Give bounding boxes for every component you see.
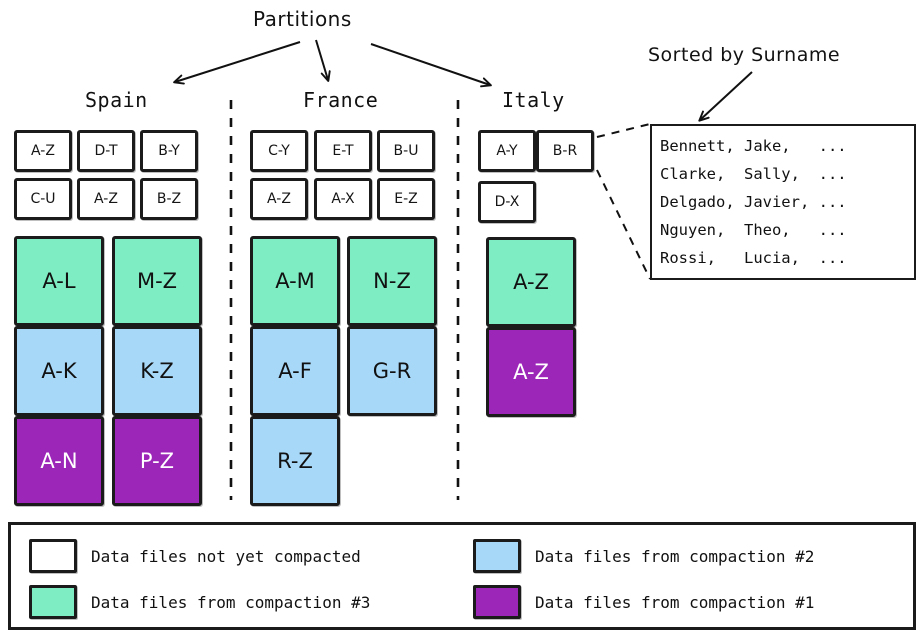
partition-header-france: France — [303, 88, 379, 112]
detail-record-row: Nguyen, Theo,... — [660, 216, 914, 244]
detail-record-row: Rossi, Lucia,... — [660, 244, 914, 272]
data-file-box[interactable]: B-R — [536, 130, 594, 172]
detail-rest: ... — [818, 249, 847, 267]
data-file-box[interactable]: B-Z — [140, 178, 198, 220]
data-file-box[interactable]: E-Z — [377, 178, 435, 220]
data-file-box[interactable]: A-L — [14, 236, 104, 326]
data-file-box[interactable]: E-T — [314, 130, 372, 172]
detail-given: Lucia, — [743, 249, 800, 267]
data-file-box[interactable]: A-Z — [250, 178, 308, 220]
detail-given: Jake, — [743, 137, 791, 155]
arrow-to-spain — [173, 41, 301, 85]
detail-rows: Bennett,Jake,...Clarke,Sally,...Delgado,… — [660, 132, 914, 272]
legend-item: Data files from compaction #2 — [473, 539, 814, 573]
detail-surname: Bennett, — [660, 137, 735, 155]
detail-given: Javier, — [743, 193, 810, 211]
detail-rest: ... — [818, 137, 847, 155]
detail-surname: Clarke, — [660, 165, 726, 183]
detail-surname: Delgado, — [660, 193, 735, 211]
legend-swatch — [29, 539, 77, 573]
data-file-box[interactable]: A-M — [250, 236, 340, 326]
legend-label: Data files from compaction #1 — [535, 592, 815, 612]
data-file-box[interactable]: K-Z — [112, 326, 202, 416]
legend-swatch — [473, 585, 521, 619]
data-file-box[interactable]: B-Y — [140, 130, 198, 172]
detail-rest: ... — [818, 193, 847, 211]
data-file-box[interactable]: A-Z — [486, 327, 576, 417]
data-file-box[interactable]: C-Y — [250, 130, 308, 172]
data-file-box[interactable]: A-N — [14, 416, 104, 506]
legend-item: Data files from compaction #3 — [29, 585, 370, 619]
data-file-box[interactable]: B-U — [377, 130, 435, 172]
detail-surname: Nguyen, — [660, 221, 726, 239]
data-file-box[interactable]: A-Z — [14, 130, 72, 172]
data-file-box[interactable]: A-Z — [486, 237, 576, 327]
legend-label: Data files from compaction #2 — [535, 546, 815, 566]
callout-connector-bottom — [596, 169, 651, 280]
data-file-box[interactable]: A-Y — [478, 130, 536, 172]
data-file-box[interactable]: P-Z — [112, 416, 202, 506]
detail-rest: ... — [818, 165, 847, 183]
arrow-to-france — [315, 39, 331, 82]
detail-panel: Bennett,Jake,...Clarke,Sally,...Delgado,… — [650, 124, 916, 280]
data-file-box[interactable]: R-Z — [250, 416, 340, 506]
detail-given: Sally, — [743, 165, 800, 183]
legend-item: Data files from compaction #1 — [473, 585, 814, 619]
data-file-box[interactable]: C-U — [14, 178, 72, 220]
data-file-box[interactable]: N-Z — [347, 236, 437, 326]
legend-swatch — [473, 539, 521, 573]
legend-swatch — [29, 585, 77, 619]
data-file-box[interactable]: A-F — [250, 326, 340, 416]
legend-label: Data files from compaction #3 — [91, 592, 371, 612]
data-file-box[interactable]: A-K — [14, 326, 104, 416]
legend-label: Data files not yet compacted — [91, 546, 361, 566]
detail-panel-title: Sorted by Surname — [648, 44, 841, 66]
data-file-box[interactable]: D-X — [478, 181, 536, 223]
arrow-to-italy — [370, 43, 492, 88]
callout-connector-top — [596, 123, 651, 138]
data-file-box[interactable]: M-Z — [112, 236, 202, 326]
legend-item: Data files not yet compacted — [29, 539, 361, 573]
detail-record-row: Delgado, Javier,... — [660, 188, 914, 216]
detail-rest: ... — [818, 221, 847, 239]
partition-header-spain: Spain — [85, 88, 148, 112]
data-file-box[interactable]: D-T — [77, 130, 135, 172]
data-file-box[interactable]: A-Z — [77, 178, 135, 220]
detail-record-row: Clarke, Sally,... — [660, 160, 914, 188]
detail-given: Theo, — [743, 221, 791, 239]
page-title: Partitions — [253, 7, 352, 31]
arrow-to-detail-panel — [698, 71, 753, 122]
detail-surname: Rossi, — [660, 249, 716, 267]
partition-header-italy: Italy — [502, 88, 565, 112]
data-file-box[interactable]: A-X — [314, 178, 372, 220]
data-file-box[interactable]: G-R — [347, 326, 437, 416]
detail-record-row: Bennett, Jake,... — [660, 132, 914, 160]
